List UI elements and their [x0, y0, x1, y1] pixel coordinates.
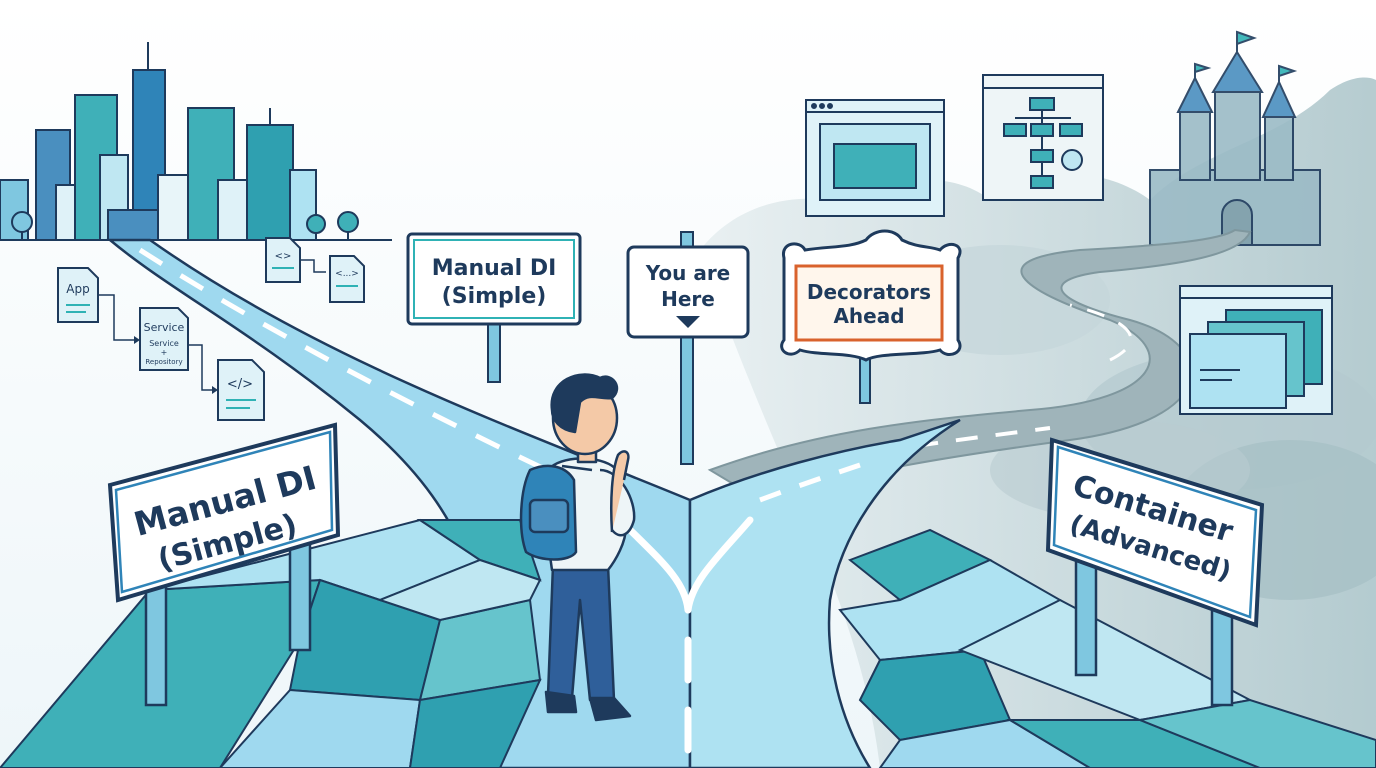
doc-small-2: <...> [329, 255, 365, 303]
sign-here-line1: You are [645, 261, 731, 285]
sign-decorators-line1: Decorators [807, 280, 931, 304]
floating-window-stack [1179, 285, 1333, 415]
doc-code-tag: </> [227, 377, 253, 392]
floating-window-1 [805, 99, 945, 217]
down-arrow-icon [676, 316, 700, 328]
sign-decorators-line2: Ahead [833, 304, 904, 328]
person-with-backpack [519, 373, 636, 722]
road-markings [616, 516, 754, 754]
tiled-ground-right [838, 528, 1376, 768]
doc-small-1: <> [265, 237, 301, 283]
tiled-ground-left [0, 518, 542, 768]
floating-window-flowchart [982, 74, 1104, 201]
doc-code: </> [217, 359, 265, 421]
road-to-container [688, 418, 961, 768]
doc-service-repo-line1: Service [149, 339, 179, 348]
doc-service-repo-line3: Repository [145, 358, 182, 366]
sign-manual-di-small: Manual DI (Simple) [406, 232, 582, 383]
sign-here-line2: Here [661, 287, 715, 311]
castle [1149, 30, 1321, 246]
doc-small-2-tag: <...> [335, 269, 359, 279]
sign-container-big: Container (Advanced) [1045, 437, 1265, 707]
sign-manual-di-small-line2: (Simple) [442, 284, 547, 309]
doc-app-label: App [66, 282, 89, 296]
doc-service-label: Service [144, 321, 185, 334]
doc-small-1-tag: <> [275, 251, 292, 262]
sign-manual-di-big: Manual DI (Simple) [107, 422, 341, 707]
doc-app: App [57, 267, 99, 323]
sign-you-are-here: You are Here [626, 231, 750, 465]
doc-service: Service Service + Repository [139, 307, 189, 371]
sign-manual-di-small-line1: Manual DI [432, 256, 557, 281]
sign-decorators-ahead: Decorators Ahead [780, 229, 962, 404]
city-skyline [0, 42, 392, 241]
doc-service-repo-line2: + [161, 348, 168, 357]
code-flow-diagram: App Service Service + Repository </> <> [57, 237, 365, 421]
